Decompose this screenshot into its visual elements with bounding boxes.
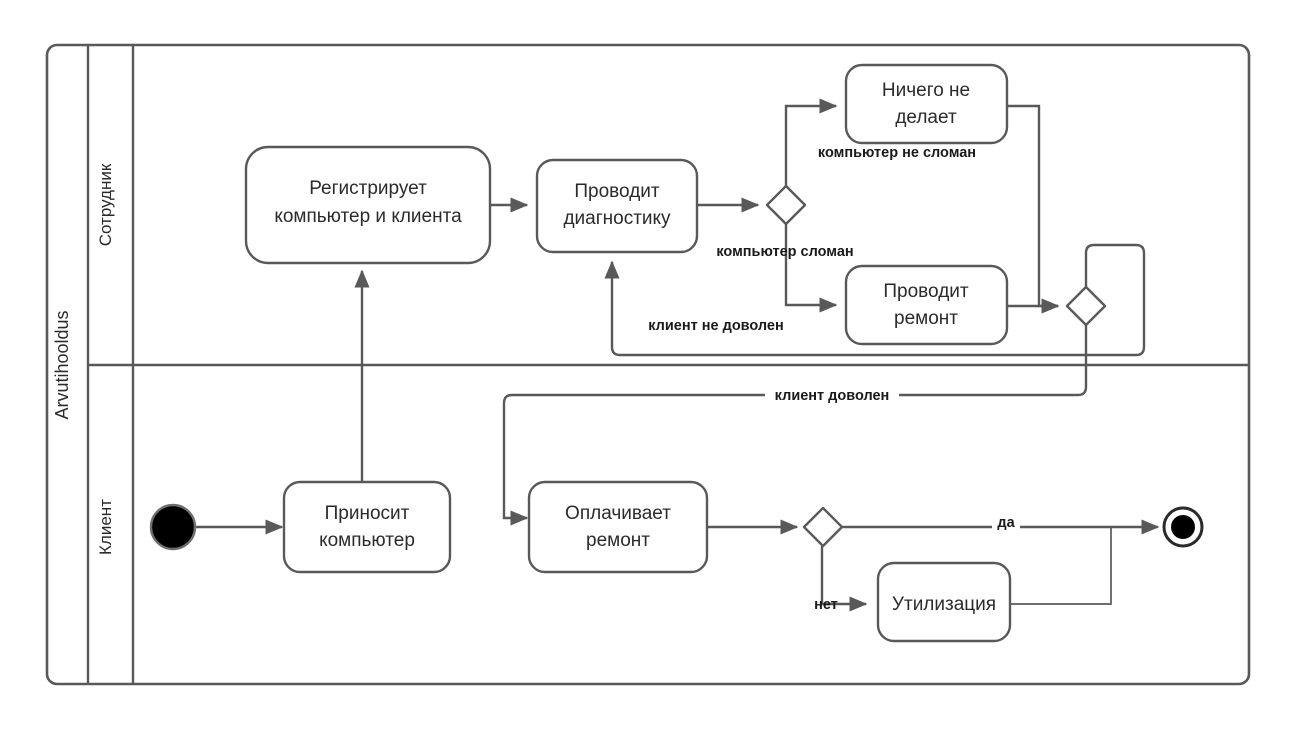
action-pay-repair-box[interactable] [527, 480, 709, 574]
action-brings-computer[interactable]: Приносит компьютер [282, 480, 452, 574]
edge-decision-to-do-nothing [784, 98, 838, 187]
edge-label-yes-bg [992, 513, 1020, 531]
initial-node[interactable] [149, 503, 197, 551]
decision-keep-computer-diamond[interactable] [802, 506, 844, 548]
action-disposal-label: Утилизация [892, 594, 996, 615]
lane-label-employee: Сотрудник [96, 163, 115, 246]
pool-title: Arvutihooldus [52, 310, 72, 419]
edge-label-client-happy: клиент доволен [775, 388, 890, 404]
final-node-inner-dot [1171, 515, 1195, 539]
action-repair[interactable]: Проводит ремонт [844, 264, 1009, 346]
action-register-label-line1: Регистрирует [309, 178, 427, 199]
action-diagnostics-label-line1: Проводит [574, 181, 660, 202]
action-disposal-box[interactable] [876, 561, 1012, 643]
edge-decision-keep-no-to-disposal [820, 546, 868, 612]
decision-client-satisfied[interactable] [1065, 285, 1107, 327]
edge-decision-to-repair [784, 223, 838, 313]
action-pay-repair-label-line2: ремонт [586, 530, 650, 551]
action-pay-repair[interactable]: Оплачивает ремонт [527, 480, 709, 574]
action-register-box[interactable] [244, 145, 492, 265]
action-diagnostics-label-line2: диагностику [563, 208, 671, 229]
action-diagnostics-box[interactable] [535, 158, 699, 254]
edge-label-not-broken: компьютер не сломан [818, 145, 976, 161]
action-repair-box[interactable] [844, 264, 1009, 346]
action-register[interactable]: Регистрирует компьютер и клиента [244, 145, 492, 265]
edge-label-broken: компьютер сломан [716, 244, 853, 260]
action-repair-label-line1: Проводит [883, 281, 969, 302]
action-brings-computer-box[interactable] [282, 480, 452, 574]
action-do-nothing-box[interactable] [844, 63, 1009, 145]
action-diagnostics[interactable]: Проводит диагностику [535, 158, 699, 254]
action-disposal[interactable]: Утилизация [876, 561, 1012, 643]
edge-label-layer: компьютер не сломан компьютер сломан кли… [648, 145, 1020, 613]
action-do-nothing-label-line2: делает [895, 107, 957, 128]
edge-disposal-to-end [1010, 527, 1112, 605]
decision-computer-broken-diamond[interactable] [765, 184, 807, 226]
decision-computer-broken[interactable] [765, 184, 807, 226]
edge-merge-happy-to-pay [502, 324, 1088, 526]
action-brings-computer-label-line2: компьютер [319, 530, 415, 551]
lane-label-client: Клиент [96, 499, 115, 555]
action-repair-label-line2: ремонт [894, 308, 958, 329]
pool-frame [45, 43, 1251, 686]
edge-label-client-unhappy: клиент не доволен [648, 318, 783, 334]
edge-label-client-happy-bg [765, 385, 899, 404]
edge-label-no: нет [814, 597, 838, 613]
edge-merge-unhappy-loop [604, 243, 1146, 357]
decision-client-satisfied-diamond[interactable] [1065, 285, 1107, 327]
edge-label-yes: да [997, 515, 1015, 531]
action-do-nothing[interactable]: Ничего не делает [844, 63, 1009, 145]
action-do-nothing-label-line1: Ничего не [882, 80, 970, 101]
initial-node-circle[interactable] [149, 503, 197, 551]
decision-keep-computer[interactable] [802, 506, 844, 548]
final-node[interactable] [1162, 506, 1204, 548]
action-register-label-line2: компьютер и клиента [274, 206, 462, 227]
action-brings-computer-label-line1: Приносит [325, 503, 410, 524]
action-pay-repair-label-line1: Оплачивает [565, 503, 671, 524]
